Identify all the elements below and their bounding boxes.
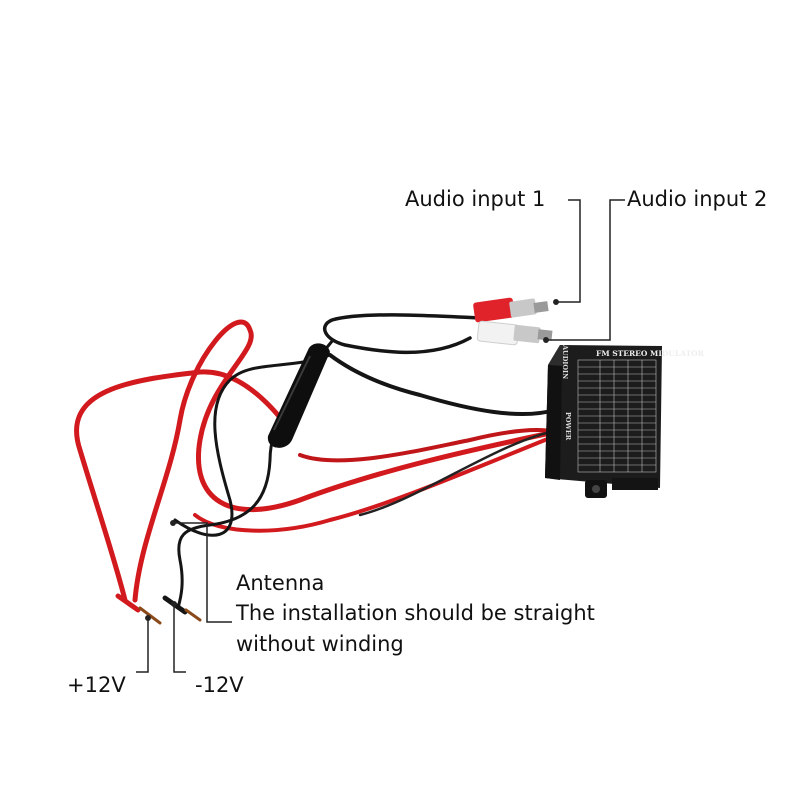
side-label-power: POWER: [564, 412, 572, 441]
antenna-label: Antenna: [236, 571, 325, 595]
rca-plug-white: [476, 320, 553, 346]
antenna-note-line1: The installation should be straight: [236, 601, 595, 625]
wire-tips: [115, 593, 202, 625]
audio-input-1-label: Audio input 1: [405, 187, 546, 211]
inline-filter: [267, 343, 330, 448]
leader-lines: [136, 199, 625, 673]
module-title: FM STEREO MIDULATOR: [596, 349, 705, 358]
antenna-note-line2: without winding: [236, 632, 404, 656]
audio-input-2-label: Audio input 2: [627, 187, 768, 211]
red-power-wire: [74, 319, 558, 603]
side-label-audio: AUDIOIN: [561, 344, 569, 379]
rca-plug-red: [473, 297, 549, 323]
black-wires: [173, 313, 562, 610]
plus-12v-label: +12V: [67, 673, 126, 697]
minus-12v-label: -12V: [195, 673, 244, 697]
fm-modulator-box: FM STEREO MIDULATOR AUDIOIN POWER: [545, 344, 705, 498]
